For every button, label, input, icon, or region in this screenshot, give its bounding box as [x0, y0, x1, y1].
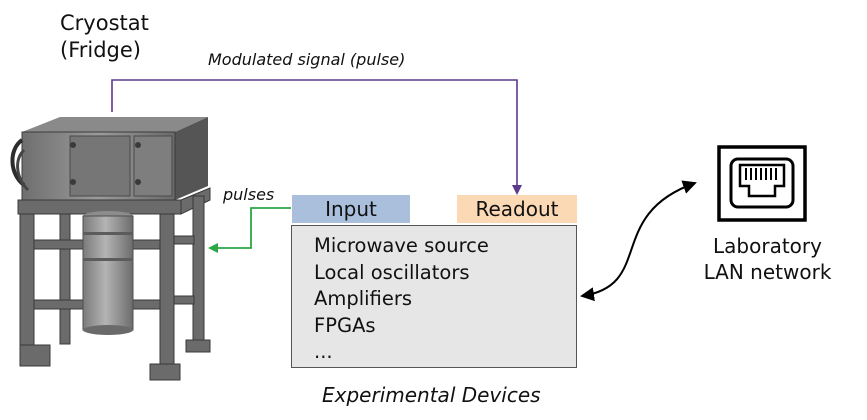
device-item-more: ... [314, 340, 333, 363]
pulses-label: pulses [223, 185, 275, 204]
lan-connection-arrow [580, 180, 697, 302]
cryostat-title: Cryostat (Fridge) [60, 10, 149, 64]
cryostat-housing [10, 117, 208, 201]
pulses-line [208, 207, 291, 253]
lan-network-label: Laboratory LAN network [680, 233, 855, 285]
cryostat-title-line1: Cryostat [60, 11, 149, 35]
modulated-signal-label: Modulated signal (pulse) [208, 50, 406, 69]
device-item-fpgas: FPGAs [314, 313, 376, 337]
device-item-microwave-source: Microwave source [314, 234, 489, 257]
modulated-signal-line [111, 79, 522, 195]
experimental-devices-box [291, 225, 577, 368]
lan-label-line1: Laboratory [713, 234, 822, 258]
input-tab: Input [292, 195, 410, 223]
devices-list: Microwave source Local oscillators Ampli… [314, 233, 489, 366]
experimental-devices-caption: Experimental Devices [322, 383, 541, 407]
cryostat-inner-can [82, 211, 134, 335]
device-item-amplifiers: Amplifiers [314, 287, 413, 310]
readout-tab: Readout [457, 195, 577, 223]
cryostat-title-line2: (Fridge) [60, 38, 141, 62]
device-item-local-oscillators: Local oscillators [314, 260, 470, 284]
lan-label-line2: LAN network [703, 260, 832, 284]
